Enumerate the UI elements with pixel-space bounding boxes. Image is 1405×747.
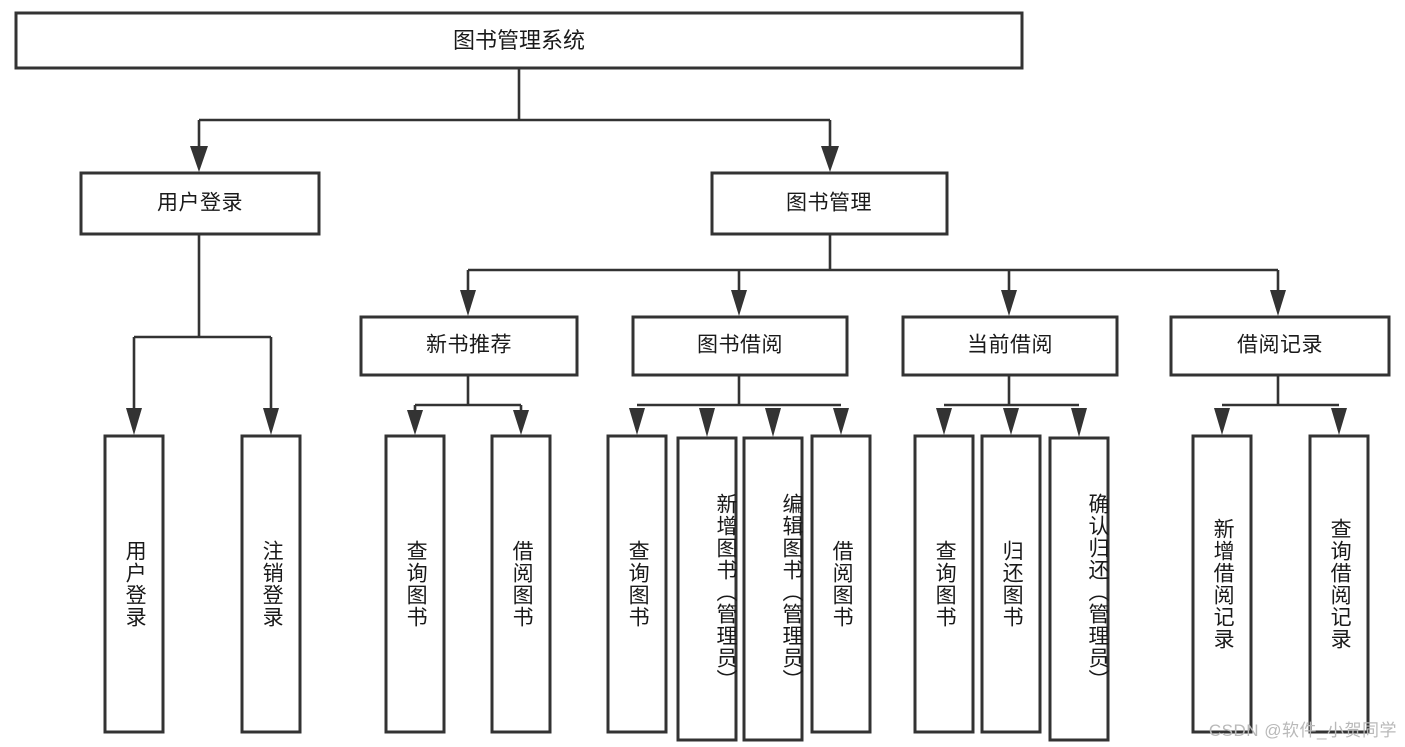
- arrow-icon-ul-leaf-1: [126, 408, 142, 435]
- node-leaf-bb-borrow-book-box[interactable]: [810, 434, 872, 734]
- arrow-icon-to-book-manage: [821, 146, 839, 172]
- node-new-book-recommend-box[interactable]: [359, 315, 579, 377]
- arrow-icon-ul-leaf-2: [263, 408, 279, 435]
- node-current-borrow[interactable]: 当前借阅: [901, 315, 1119, 377]
- arrow-icon-to-user-login: [190, 146, 208, 172]
- arrow-icon-cb-leaf-3: [1071, 408, 1087, 437]
- arrow-icon-bb-leaf-2: [699, 408, 715, 437]
- node-leaf-bb-query-book-box[interactable]: [606, 434, 668, 734]
- arrow-icon-bb-leaf-4: [833, 408, 849, 435]
- arrow-icon-nb-leaf-1: [407, 410, 423, 435]
- connector-borrow-record-to-leaves: [1214, 375, 1347, 435]
- watermark: CSDN @软件_小贺同学: [1208, 721, 1397, 740]
- node-new-book-recommend-label: 新书推荐: [426, 334, 512, 357]
- node-book-manage-label: 图书管理: [786, 192, 872, 215]
- node-user-login-box[interactable]: [79, 171, 321, 236]
- node-current-borrow-box[interactable]: [901, 315, 1119, 377]
- arrow-icon-br-leaf-2: [1331, 408, 1347, 435]
- node-leaf-cb-return-book-box[interactable]: [980, 434, 1042, 734]
- node-book-manage[interactable]: 图书管理: [710, 171, 949, 236]
- node-leaf-br-query-record-box[interactable]: [1308, 434, 1370, 734]
- node-borrow-record[interactable]: 借阅记录: [1169, 315, 1391, 377]
- node-leaf-cb-confirm-return-box[interactable]: [1048, 436, 1110, 742]
- node-root-system[interactable]: 图书管理系统: [14, 11, 1024, 70]
- node-leaf-logout-box[interactable]: [240, 434, 302, 734]
- connector-user-login-to-leaves: [126, 234, 279, 435]
- node-book-borrow-label: 图书借阅: [697, 334, 783, 357]
- connector-book-borrow-to-leaves: [629, 375, 849, 437]
- node-leaf-br-add-record-box[interactable]: [1191, 434, 1253, 734]
- node-book-borrow[interactable]: 图书借阅: [631, 315, 849, 377]
- node-book-borrow-box[interactable]: [631, 315, 849, 377]
- arrow-icon-br-leaf-1: [1214, 408, 1230, 435]
- arrow-icon-bb-leaf-1: [629, 408, 645, 435]
- node-user-login[interactable]: 用户登录: [79, 171, 321, 236]
- node-current-borrow-label: 当前借阅: [967, 334, 1053, 357]
- arrow-icon-bb-leaf-3: [765, 408, 781, 437]
- node-new-book-recommend[interactable]: 新书推荐: [359, 315, 579, 377]
- node-leaf-user-login-box[interactable]: [103, 434, 165, 734]
- arrow-icon-to-book-borrow: [731, 290, 747, 316]
- connector-book-manage-to-tier3: [460, 234, 1286, 316]
- node-leaf-cb-query-book-box[interactable]: [913, 434, 975, 734]
- node-leaf-bb-edit-book-box[interactable]: [742, 436, 804, 742]
- node-borrow-record-box[interactable]: [1169, 315, 1391, 377]
- node-leaf-bb-add-book-box[interactable]: [676, 436, 738, 742]
- node-root-system-box[interactable]: [14, 11, 1024, 70]
- node-root-system-label: 图书管理系统: [453, 28, 585, 53]
- node-leaf-nb-borrow-book-box[interactable]: [490, 434, 552, 734]
- connector-current-borrow-to-leaves: [936, 375, 1087, 437]
- arrow-icon-nb-leaf-2: [513, 410, 529, 435]
- node-book-manage-box[interactable]: [710, 171, 949, 236]
- node-borrow-record-label: 借阅记录: [1237, 334, 1323, 357]
- arrow-icon-to-current-borrow: [1001, 290, 1017, 316]
- arrow-icon-to-new-book: [460, 290, 476, 316]
- arrow-icon-to-borrow-record: [1270, 290, 1286, 316]
- connector-new-book-to-leaves: [407, 375, 529, 435]
- connector-root-to-tier2: [190, 68, 839, 172]
- arrow-icon-cb-leaf-2: [1003, 408, 1019, 435]
- arrow-icon-cb-leaf-1: [936, 408, 952, 435]
- node-user-login-label: 用户登录: [157, 192, 243, 215]
- node-leaf-nb-query-book-box[interactable]: [384, 434, 446, 734]
